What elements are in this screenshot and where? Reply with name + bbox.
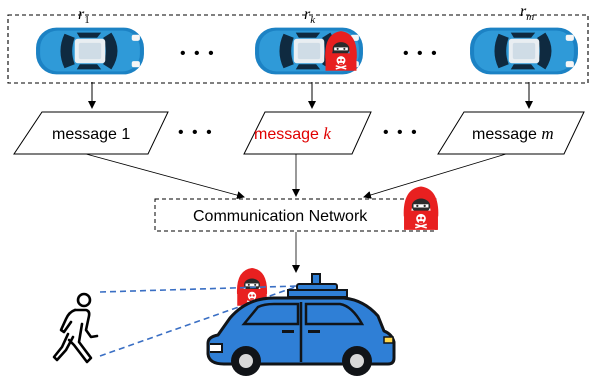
car-icon-robot-1 bbox=[36, 27, 144, 75]
robot-label-m: rm bbox=[520, 3, 534, 23]
message-box-k bbox=[243, 111, 372, 155]
ellipsis-top-2: • • • bbox=[403, 45, 439, 62]
robot-group-box bbox=[7, 14, 589, 84]
ellipsis-middle-2: • • • bbox=[383, 124, 419, 141]
message-box-1 bbox=[13, 111, 169, 155]
message-box-m bbox=[437, 111, 585, 155]
hacker-icon-network bbox=[402, 185, 440, 230]
link-messagem-network bbox=[363, 153, 507, 199]
message-label-m: message m bbox=[472, 124, 554, 143]
robot-label-1: r1 bbox=[78, 6, 90, 26]
message-label-k: message k bbox=[254, 124, 331, 143]
ellipsis-top-1: • • • bbox=[180, 45, 216, 62]
robot-label-k: rk bbox=[304, 6, 316, 26]
sensor-line-upper bbox=[99, 285, 299, 293]
autonomous-car-icon bbox=[206, 273, 396, 376]
link-message1-network bbox=[85, 153, 245, 200]
car-icon-robot-m bbox=[470, 27, 578, 75]
pedestrian-icon bbox=[52, 292, 99, 364]
network-label: Communication Network bbox=[193, 208, 368, 225]
message-label-1: message 1 bbox=[52, 126, 130, 143]
ellipsis-middle-1: • • • bbox=[178, 124, 214, 141]
